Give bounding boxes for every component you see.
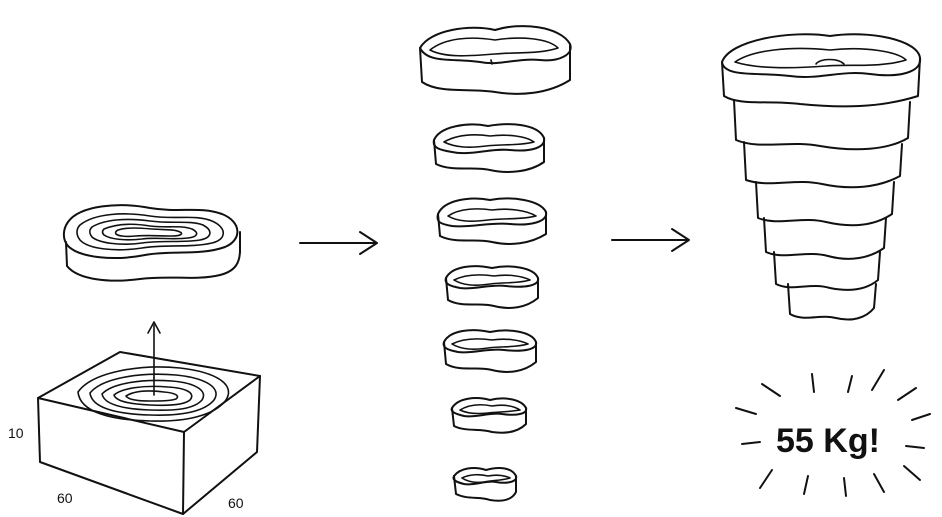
layer-ring-4 — [444, 265, 540, 309]
layer-ring-3 — [436, 197, 548, 245]
weight-burst: 55 Kg! — [735, 369, 931, 497]
layer-ring-6 — [450, 397, 528, 434]
layer-ring-5 — [442, 329, 538, 373]
right-arrow-2 — [611, 228, 690, 252]
stacked-layers — [721, 33, 922, 321]
layer-ring-1 — [419, 25, 572, 95]
dimension-width-label: 60 — [57, 490, 73, 506]
dimension-height-label: 10 — [8, 425, 24, 441]
dimension-depth-label: 60 — [228, 495, 244, 511]
extracted-contour-slab — [62, 204, 241, 282]
separated-layers — [419, 25, 572, 502]
contour-block — [37, 351, 261, 515]
layer-ring-2 — [432, 123, 546, 173]
weight-result-label: 55 Kg! — [776, 422, 880, 460]
extract-up-arrow — [147, 321, 161, 379]
right-arrow-1 — [299, 231, 378, 255]
layer-ring-7 — [452, 467, 518, 502]
burst-lines — [735, 369, 931, 497]
